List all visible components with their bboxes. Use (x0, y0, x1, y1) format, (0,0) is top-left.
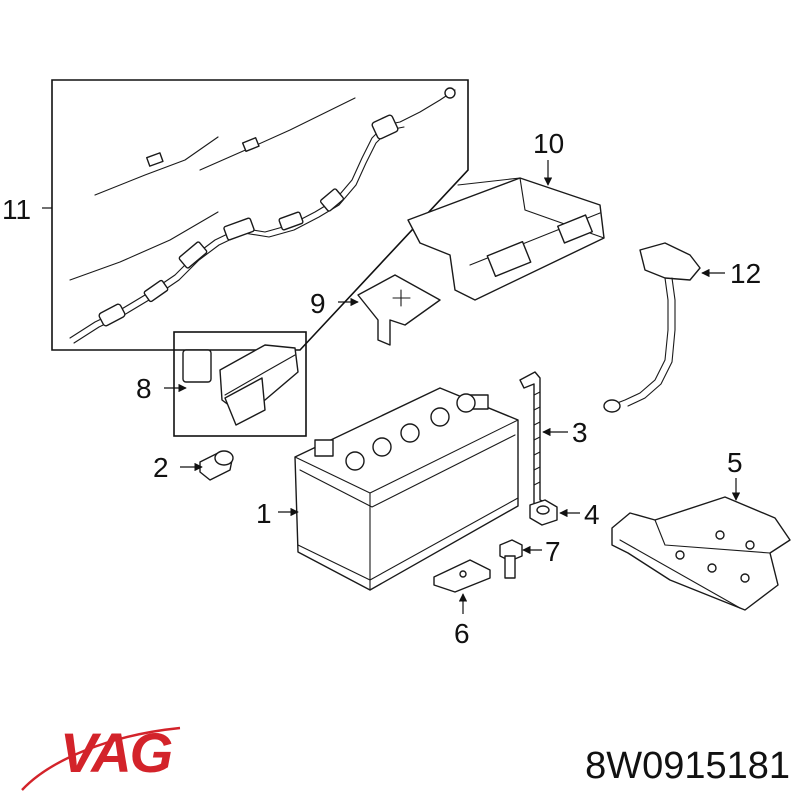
battery-tray-illustration (611, 496, 791, 611)
cap-illustration (199, 450, 234, 481)
nut-illustration (529, 499, 558, 526)
callout-9: 9 (310, 288, 326, 319)
battery-cover-illustration (407, 177, 605, 301)
plug-illustration (182, 344, 299, 426)
callout-8: 8 (136, 373, 152, 404)
callout-1: 1 (256, 498, 272, 529)
callout-10: 10 (533, 128, 564, 159)
callout-5: 5 (727, 447, 743, 478)
short-bolt-illustration (499, 539, 523, 579)
logo-text: VAG (60, 721, 172, 784)
callout-7: 7 (545, 536, 561, 567)
long-bolt-illustration (519, 371, 553, 513)
callout-3: 3 (572, 417, 588, 448)
clamp-illustration (433, 559, 491, 593)
ground-cable-illustration (603, 242, 701, 413)
cable-set-frame (51, 79, 469, 351)
part-number: 8W0915181 (585, 745, 790, 787)
callout-2: 2 (153, 452, 169, 483)
bracket-illustration (357, 274, 441, 346)
callout-11: 11 (2, 194, 31, 225)
callout-12: 12 (730, 258, 761, 289)
plug-frame (173, 331, 307, 437)
callout-4: 4 (584, 499, 600, 530)
cable-set-illustration (69, 87, 456, 344)
battery-illustration (294, 387, 519, 591)
vag-logo: VAG (21, 721, 181, 791)
logo-swoosh (21, 726, 181, 791)
callout-labels: 11 1 2 3 4 5 6 7 8 9 10 12 (2, 128, 761, 649)
leader-lines (42, 160, 741, 614)
callout-6: 6 (454, 618, 470, 649)
